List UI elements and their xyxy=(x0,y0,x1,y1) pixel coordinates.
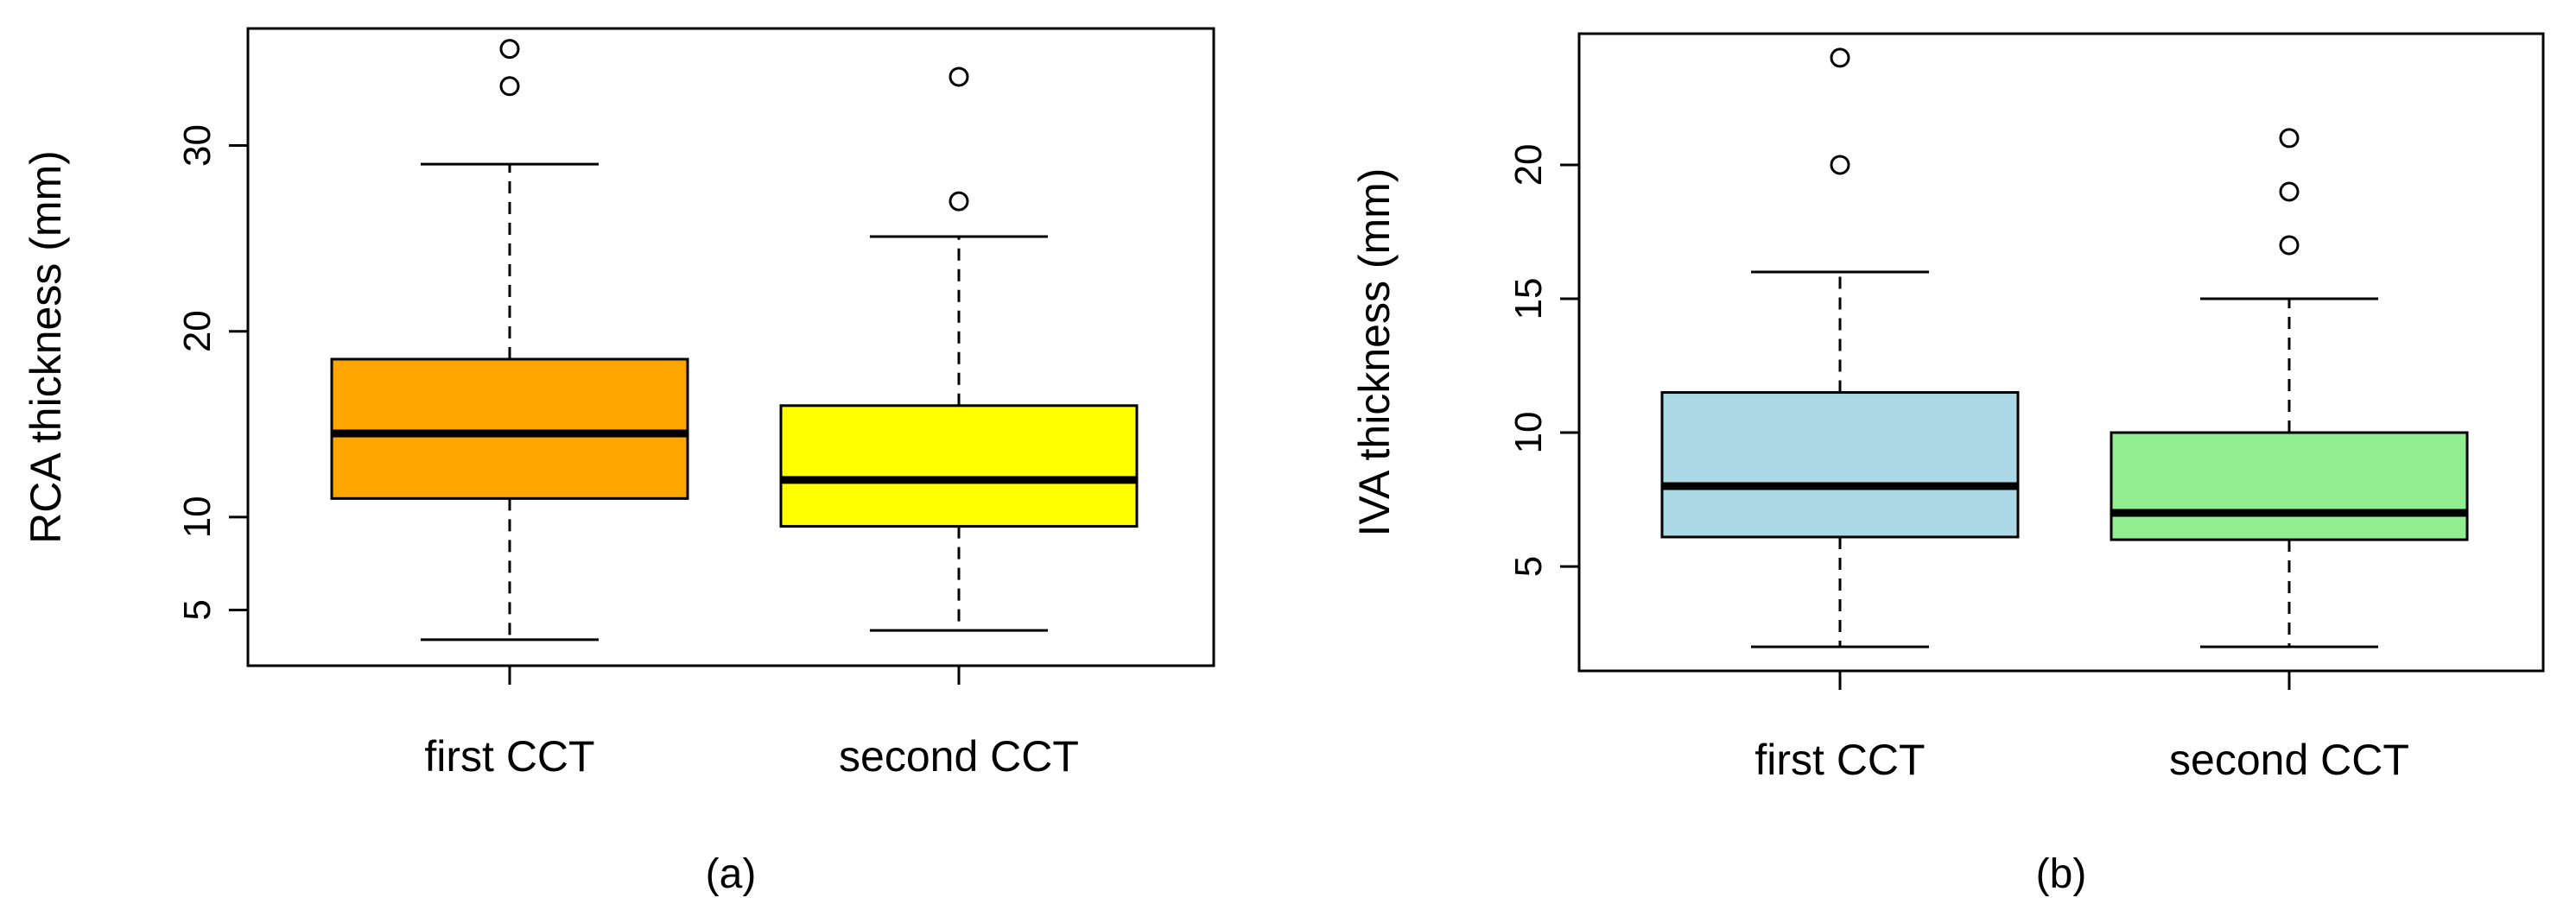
outlier-point xyxy=(2279,181,2300,202)
plot-frame xyxy=(246,27,1215,667)
outlier-point xyxy=(2279,128,2300,149)
x-tick-label: first CCT xyxy=(1754,736,1925,784)
y-axis-label: RCA thickness (mm) xyxy=(22,150,70,544)
y-axis: 5 10 20 30 xyxy=(176,124,248,621)
x-axis: first CCT second CCT xyxy=(1754,671,2409,784)
outlier-point xyxy=(949,191,969,212)
x-tick-label: first CCT xyxy=(424,732,594,781)
y-axis: 5 10 15 20 xyxy=(1507,143,1579,577)
outlier-point xyxy=(1830,155,1850,175)
iqr-box xyxy=(2110,431,2469,541)
panel-label: (a) xyxy=(706,851,757,897)
box-first-cct xyxy=(1660,47,2020,648)
x-tick-label: second CCT xyxy=(2169,736,2409,784)
box-series xyxy=(1660,47,2469,648)
outlier-point xyxy=(499,76,520,97)
outlier-point xyxy=(2279,235,2300,256)
y-tick-label: 15 xyxy=(1507,278,1550,320)
box-second-cct xyxy=(2110,128,2469,648)
outlier-point xyxy=(949,66,969,87)
y-tick-label: 10 xyxy=(1507,412,1550,454)
box-series xyxy=(330,39,1139,642)
x-axis: first CCT second CCT xyxy=(424,666,1079,781)
iqr-box xyxy=(779,404,1139,528)
box-first-cct xyxy=(330,39,689,642)
iqr-box xyxy=(1660,391,2020,539)
y-axis-label: IVA thickness (mm) xyxy=(1350,168,1399,537)
panel-a-rca-boxplot: 5 10 20 30 first CCT second CCT RCA thicknes… xyxy=(22,27,1215,897)
x-tick-label: second CCT xyxy=(839,732,1079,781)
panel-label: (b) xyxy=(2036,851,2087,897)
y-tick-label: 10 xyxy=(176,496,219,538)
box-second-cct xyxy=(779,66,1139,632)
y-tick-label: 5 xyxy=(1507,556,1550,577)
y-tick-label: 20 xyxy=(176,310,219,352)
outlier-point xyxy=(499,39,520,60)
outlier-point xyxy=(1830,47,1850,68)
panel-b-iva-boxplot: 5 10 15 20 first CCT second CCT IVA thicknes… xyxy=(1350,32,2545,897)
y-tick-label: 30 xyxy=(176,124,219,167)
y-tick-label: 20 xyxy=(1507,143,1550,186)
plot-frame xyxy=(1577,32,2545,673)
y-tick-label: 5 xyxy=(176,599,219,620)
iqr-box xyxy=(330,357,689,500)
